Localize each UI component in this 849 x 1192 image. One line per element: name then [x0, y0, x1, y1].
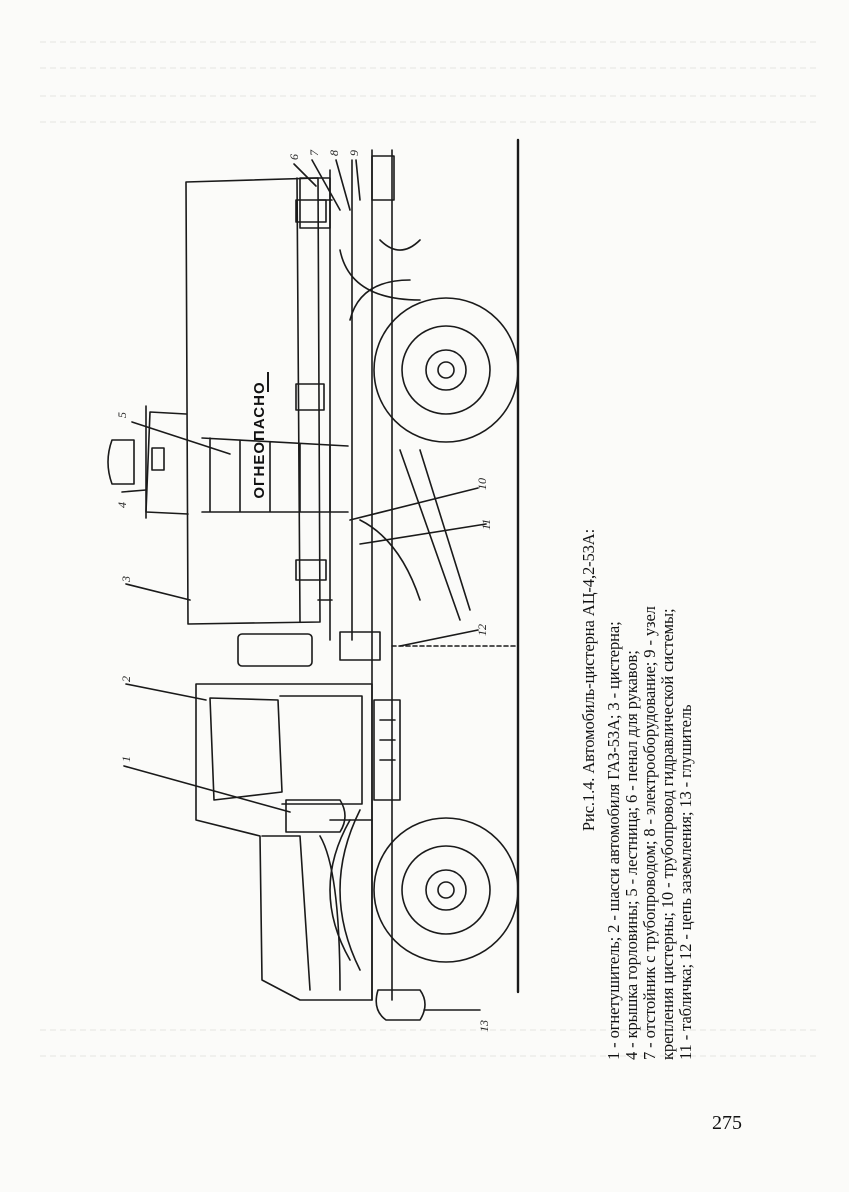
part-label-1: 1	[119, 756, 133, 762]
ladder	[201, 437, 349, 513]
part-label-13: 13	[477, 1020, 491, 1032]
caption-line: 4 - крышка горловины; 5 - лестница; 6 - …	[622, 650, 641, 1060]
muffler	[375, 989, 426, 1021]
manhole-cover	[145, 411, 189, 515]
rear-wheel	[373, 297, 519, 443]
fire-extinguisher	[285, 799, 346, 833]
cab	[195, 683, 373, 1001]
part-label-3: 3	[119, 576, 133, 583]
part-label-6: 6	[287, 154, 301, 160]
part-label-7: 7	[307, 149, 321, 156]
caption-line: 11 - табличка; 12 - цепь заземления; 13 …	[676, 704, 695, 1060]
figure-caption: Рис.1.4. Автомобиль-цистерна АЦ-4,2-53А:…	[579, 300, 695, 1060]
part-label-11: 11	[479, 519, 493, 530]
warning-label: ОГНЕОПАСНО	[251, 381, 268, 498]
part-label-2: 2	[119, 676, 133, 682]
caption-line: крепления цистерны; 10 - трубопровод гид…	[658, 608, 677, 1060]
part-label-10: 10	[475, 478, 489, 490]
caption-line: 7 - отстойник с трубопроводом; 8 - элект…	[640, 606, 659, 1060]
tank-body	[185, 177, 321, 625]
part-label-4: 4	[115, 502, 129, 508]
part-label-5: 5	[115, 412, 129, 418]
part-label-8: 8	[327, 150, 341, 156]
part-label-12: 12	[475, 624, 489, 636]
caption-line: 1 - огнетушитель; 2 - шасси автомобиля Г…	[604, 621, 623, 1060]
front-wheel	[373, 817, 519, 963]
page-number: 275	[712, 1112, 742, 1134]
part-label-9: 9	[347, 150, 361, 156]
caption-title: Рис.1.4. Автомобиль-цистерна АЦ-4,2-53А:	[579, 528, 598, 832]
